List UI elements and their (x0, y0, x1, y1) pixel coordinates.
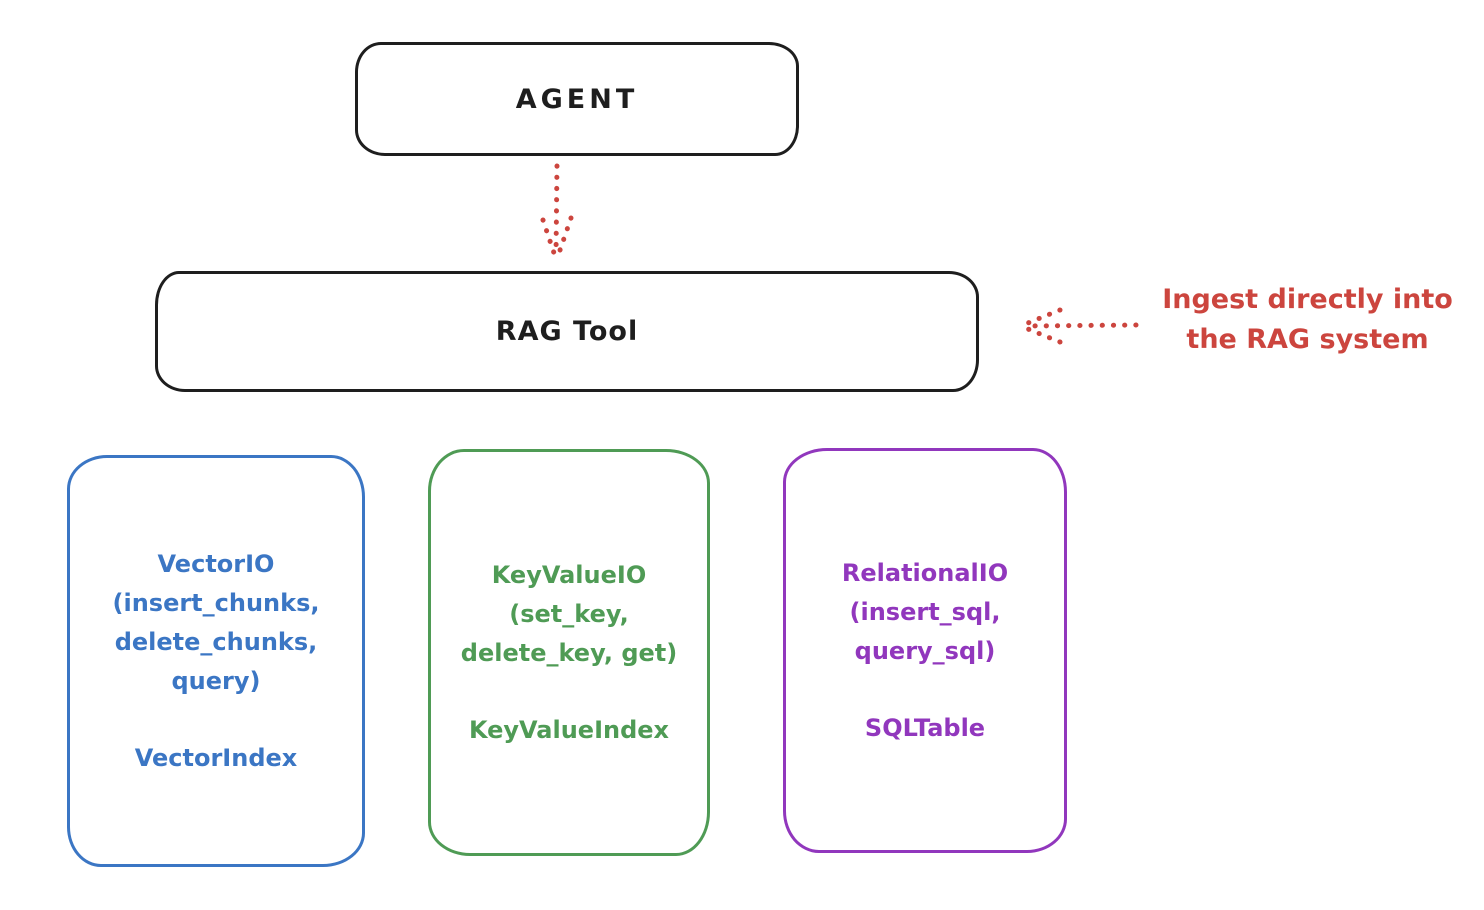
rag-tool-node: RAG Tool (155, 271, 979, 392)
keyvalue-io-node: KeyValueIO (set_key, delete_key, get) Ke… (428, 449, 710, 856)
io-line: query) (171, 666, 261, 695)
io-line: delete_chunks, (114, 627, 318, 656)
ingest-annotation-line2: the RAG system (1186, 324, 1429, 355)
io-line: VectorIO (157, 549, 275, 578)
io-line: KeyValueIO (491, 560, 647, 589)
vector-index-label: VectorIndex (134, 743, 298, 772)
io-line: RelationalIO (841, 558, 1009, 587)
agent-to-ragtool-arrow-icon (540, 163, 574, 259)
ingest-arrow-icon (1020, 307, 1139, 345)
vector-io-node: VectorIO (insert_chunks, delete_chunks, … (67, 455, 365, 867)
ingest-annotation: Ingest directly into the RAG system (1140, 280, 1475, 360)
keyvalue-index-label: KeyValueIndex (468, 715, 670, 744)
io-line: (set_key, (509, 599, 629, 628)
io-line: query_sql) (854, 636, 996, 665)
keyvalue-io-signature: KeyValueIO (set_key, delete_key, get) (461, 556, 677, 673)
io-line: (insert_chunks, (112, 588, 320, 617)
ingest-annotation-line1: Ingest directly into (1162, 284, 1453, 315)
relational-io-node: RelationalIO (insert_sql, query_sql) SQL… (783, 448, 1067, 853)
agent-label: AGENT (515, 83, 639, 115)
sql-table-label: SQLTable (864, 713, 986, 742)
rag-tool-label: RAG Tool (495, 316, 639, 347)
relational-io-signature: RelationalIO (insert_sql, query_sql) (842, 554, 1008, 671)
vector-io-signature: VectorIO (insert_chunks, delete_chunks, … (113, 545, 320, 701)
io-line: delete_key, get) (460, 638, 678, 667)
io-line: (insert_sql, (849, 597, 1001, 626)
agent-node: AGENT (355, 42, 799, 156)
